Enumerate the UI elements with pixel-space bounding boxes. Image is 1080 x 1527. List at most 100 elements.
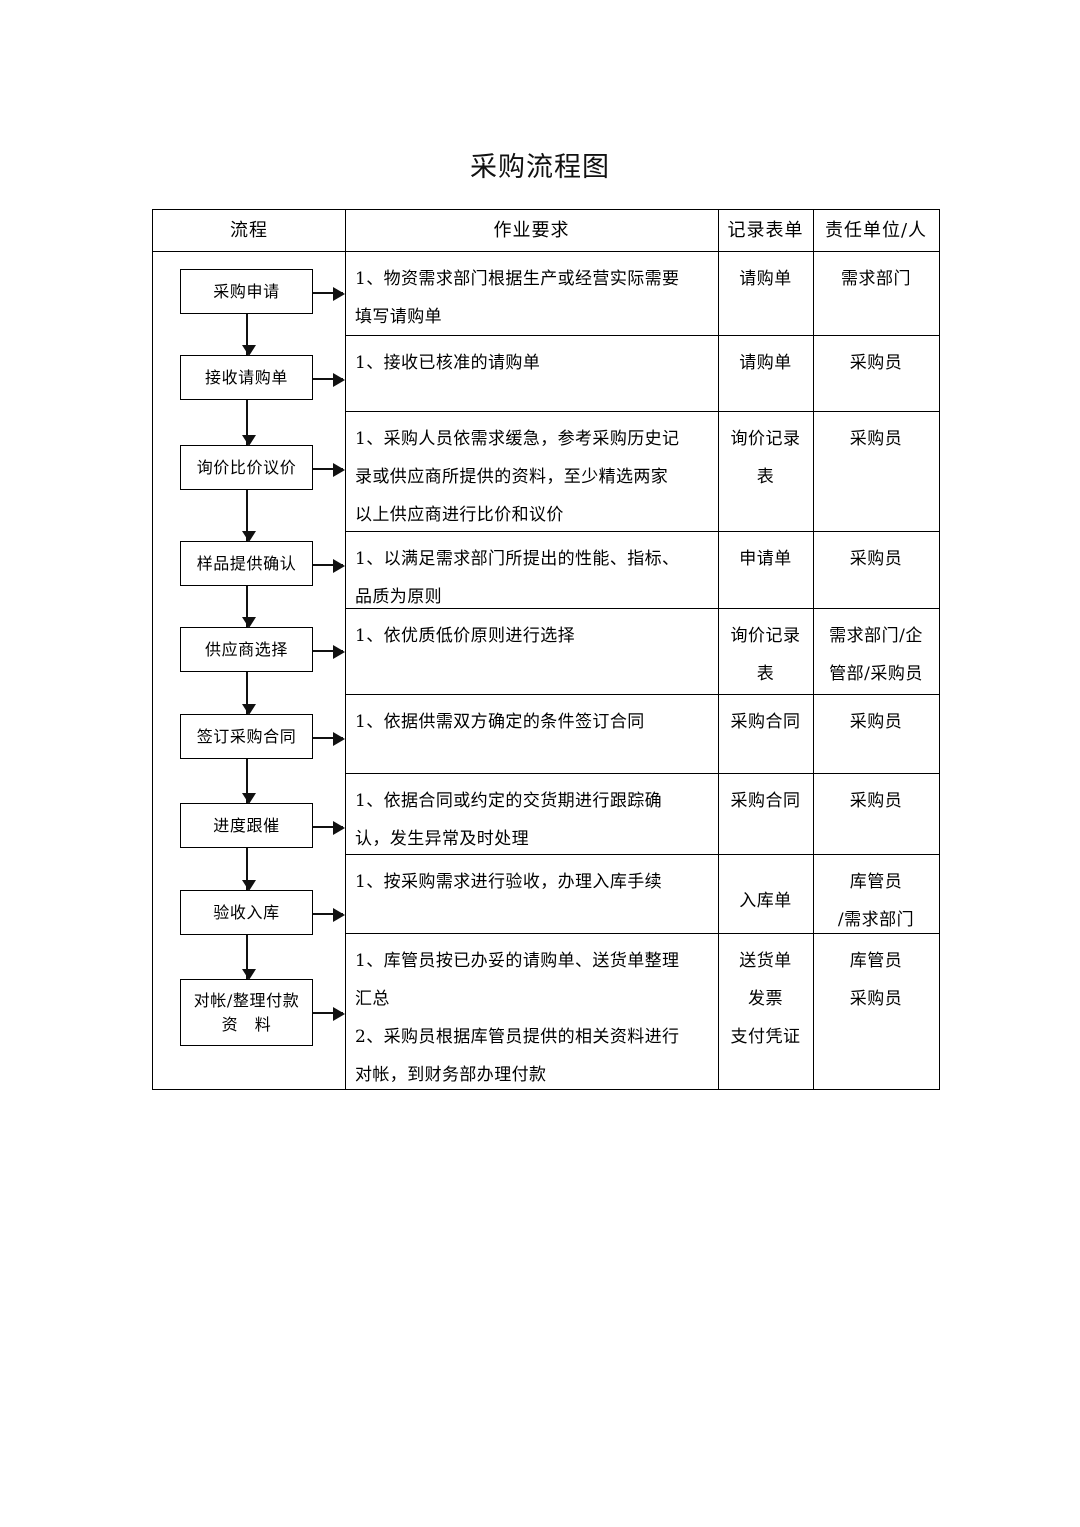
owner-cell-1: 需求部门 bbox=[813, 251, 939, 298]
flow-step-label: 询价比价议价 bbox=[196, 457, 297, 477]
requirement-line: 1、接收已核准的请购单 bbox=[355, 353, 541, 373]
header-record: 记录表单 bbox=[727, 219, 804, 241]
owner-line: 采购员 bbox=[849, 429, 903, 449]
requirement-cell-9: 1、库管员按已办妥的请购单、送货单整理 汇总 2、采购员根据库管员提供的相关资料… bbox=[345, 933, 718, 1091]
flow-step-label: 采购申请 bbox=[213, 281, 280, 301]
requirement-line: 1、以满足需求部门所提出的性能、指标、 bbox=[355, 549, 680, 569]
column-divider-flow bbox=[345, 210, 346, 1089]
requirement-line: 填写请购单 bbox=[355, 307, 442, 327]
requirement-line: 1、依据合同或约定的交货期进行跟踪确 bbox=[355, 791, 663, 811]
owner-line: 采购员 bbox=[849, 712, 903, 732]
flow-step-label: 供应商选择 bbox=[204, 639, 288, 659]
flow-connector-4-5 bbox=[242, 586, 256, 628]
flow-arrow-to-row-6 bbox=[313, 732, 345, 746]
flow-arrow-to-row-5 bbox=[313, 645, 345, 659]
procurement-flow-table: 流程 作业要求 记录表单 责任单位/人 采购申请 接收请购单 询价比价议价 样品… bbox=[152, 209, 940, 1090]
owner-cell-3: 采购员 bbox=[813, 411, 939, 458]
owner-line: 需求部门/企 bbox=[829, 626, 923, 646]
flow-step-label: 验收入库 bbox=[213, 902, 280, 922]
flow-connector-5-6 bbox=[242, 672, 256, 715]
requirement-cell-1: 1、物资需求部门根据生产或经营实际需要 填写请购单 bbox=[345, 251, 718, 335]
requirement-line: 1、采购人员依需求缓急，参考采购历史记 bbox=[355, 429, 680, 449]
flow-arrow-to-row-4 bbox=[313, 559, 345, 573]
header-requirement: 作业要求 bbox=[493, 219, 570, 241]
flow-step-box-9[interactable]: 对帐/整理付款 资 料 bbox=[180, 979, 313, 1046]
record-line: 支付凭证 bbox=[730, 1027, 801, 1047]
requirement-line: 1、按采购需求进行验收，办理入库手续 bbox=[355, 872, 663, 892]
flow-step-box-2[interactable]: 接收请购单 bbox=[180, 355, 313, 400]
flow-step-box-3[interactable]: 询价比价议价 bbox=[180, 445, 313, 490]
column-divider-record bbox=[813, 210, 814, 1089]
requirement-line: 认，发生异常及时处理 bbox=[355, 829, 529, 849]
flow-step-label: 签订采购合同 bbox=[196, 726, 297, 746]
record-line: 入库单 bbox=[739, 891, 792, 911]
requirement-line: 1、依优质低价原则进行选择 bbox=[355, 626, 576, 646]
requirement-line: 2、采购员根据库管员提供的相关资料进行 bbox=[355, 1027, 680, 1047]
header-owner: 责任单位/人 bbox=[824, 219, 928, 241]
column-divider-requirement bbox=[718, 210, 719, 1089]
record-line: 发票 bbox=[748, 989, 783, 1009]
flow-step-label: 对帐/整理付款 bbox=[193, 990, 300, 1010]
record-line: 采购合同 bbox=[730, 791, 801, 811]
row-divider-6 bbox=[345, 773, 939, 774]
row-divider-3 bbox=[345, 531, 939, 532]
requirement-line: 对帐，到财务部办理付款 bbox=[355, 1065, 547, 1085]
record-cell-2: 请购单 bbox=[718, 335, 813, 382]
owner-line: 库管员 bbox=[849, 951, 903, 971]
flow-step-box-5[interactable]: 供应商选择 bbox=[180, 627, 313, 672]
header-flow: 流程 bbox=[230, 219, 268, 241]
requirement-line: 汇总 bbox=[355, 989, 390, 1009]
flow-step-box-7[interactable]: 进度跟催 bbox=[180, 803, 313, 848]
flow-step-label: 进度跟催 bbox=[213, 815, 280, 835]
flow-connector-6-7 bbox=[242, 759, 256, 804]
flow-step-label: 接收请购单 bbox=[204, 367, 288, 387]
record-line: 询价记录 bbox=[730, 429, 801, 449]
owner-line: 管部/采购员 bbox=[829, 664, 923, 684]
owner-line: 需求部门 bbox=[841, 269, 911, 289]
flow-step-box-4[interactable]: 样品提供确认 bbox=[180, 541, 313, 586]
record-cell-4: 申请单 bbox=[718, 531, 813, 578]
flow-connector-8-9 bbox=[242, 935, 256, 980]
flow-step-box-8[interactable]: 验收入库 bbox=[180, 890, 313, 935]
owner-cell-9: 库管员 采购员 bbox=[813, 933, 939, 1018]
record-cell-1: 请购单 bbox=[718, 251, 813, 298]
requirement-cell-2: 1、接收已核准的请购单 bbox=[345, 335, 718, 411]
row-divider-header bbox=[153, 251, 939, 252]
owner-cell-5: 需求部门/企 管部/采购员 bbox=[813, 608, 939, 693]
flow-connector-2-3 bbox=[242, 400, 256, 446]
flow-step-box-1[interactable]: 采购申请 bbox=[180, 269, 313, 314]
requirement-cell-5: 1、依优质低价原则进行选择 bbox=[345, 608, 718, 694]
row-divider-5 bbox=[345, 694, 939, 695]
owner-line: 采购员 bbox=[849, 353, 903, 373]
record-line: 请购单 bbox=[739, 269, 792, 289]
record-cell-5: 询价记录 表 bbox=[718, 608, 813, 693]
flow-step-box-6[interactable]: 签订采购合同 bbox=[180, 714, 313, 759]
requirement-line: 录或供应商所提供的资料，至少精选两家 bbox=[355, 467, 669, 487]
flow-arrow-to-row-7 bbox=[313, 821, 345, 835]
requirement-cell-8: 1、按采购需求进行验收，办理入库手续 bbox=[345, 854, 718, 933]
row-divider-1 bbox=[345, 335, 939, 336]
owner-cell-7: 采购员 bbox=[813, 773, 939, 820]
record-line: 申请单 bbox=[739, 549, 792, 569]
record-line: 表 bbox=[756, 467, 775, 487]
owner-line: 库管员 bbox=[849, 872, 903, 892]
record-line: 表 bbox=[756, 664, 775, 684]
flow-arrow-to-row-9 bbox=[313, 1007, 345, 1021]
flow-step-label: 样品提供确认 bbox=[196, 553, 297, 573]
flow-arrow-to-row-2 bbox=[313, 373, 345, 387]
record-line: 询价记录 bbox=[730, 626, 801, 646]
requirement-cell-6: 1、依据供需双方确定的条件签订合同 bbox=[345, 694, 718, 773]
flow-arrow-to-row-1 bbox=[313, 287, 345, 301]
owner-line: 采购员 bbox=[849, 989, 903, 1009]
record-cell-6: 采购合同 bbox=[718, 694, 813, 741]
row-divider-7 bbox=[345, 854, 939, 855]
requirement-cell-7: 1、依据合同或约定的交货期进行跟踪确 认，发生异常及时处理 bbox=[345, 773, 718, 854]
row-divider-8 bbox=[345, 933, 939, 934]
row-divider-4 bbox=[345, 608, 939, 609]
owner-line: 采购员 bbox=[849, 791, 903, 811]
flow-arrow-to-row-3 bbox=[313, 463, 345, 477]
flow-connector-7-8 bbox=[242, 848, 256, 891]
flow-connector-3-4 bbox=[242, 490, 256, 542]
record-cell-7: 采购合同 bbox=[718, 773, 813, 820]
requirement-cell-3: 1、采购人员依需求缓急，参考采购历史记 录或供应商所提供的资料，至少精选两家 以… bbox=[345, 411, 718, 531]
